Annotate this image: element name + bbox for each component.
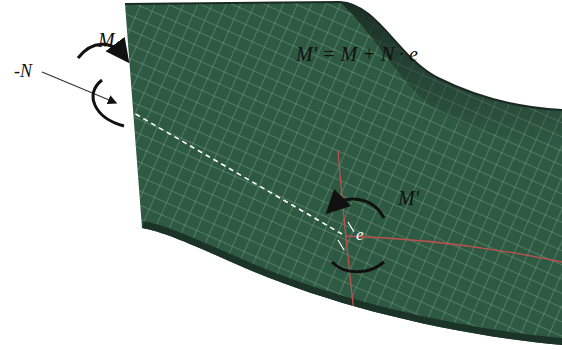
moment-label: M bbox=[98, 30, 115, 50]
axial-force-label: -N bbox=[14, 62, 32, 80]
moment-label: M′ bbox=[398, 188, 419, 208]
moment-formula: M′ = M + N · e bbox=[296, 44, 418, 64]
eccentricity-label: e bbox=[356, 226, 364, 243]
